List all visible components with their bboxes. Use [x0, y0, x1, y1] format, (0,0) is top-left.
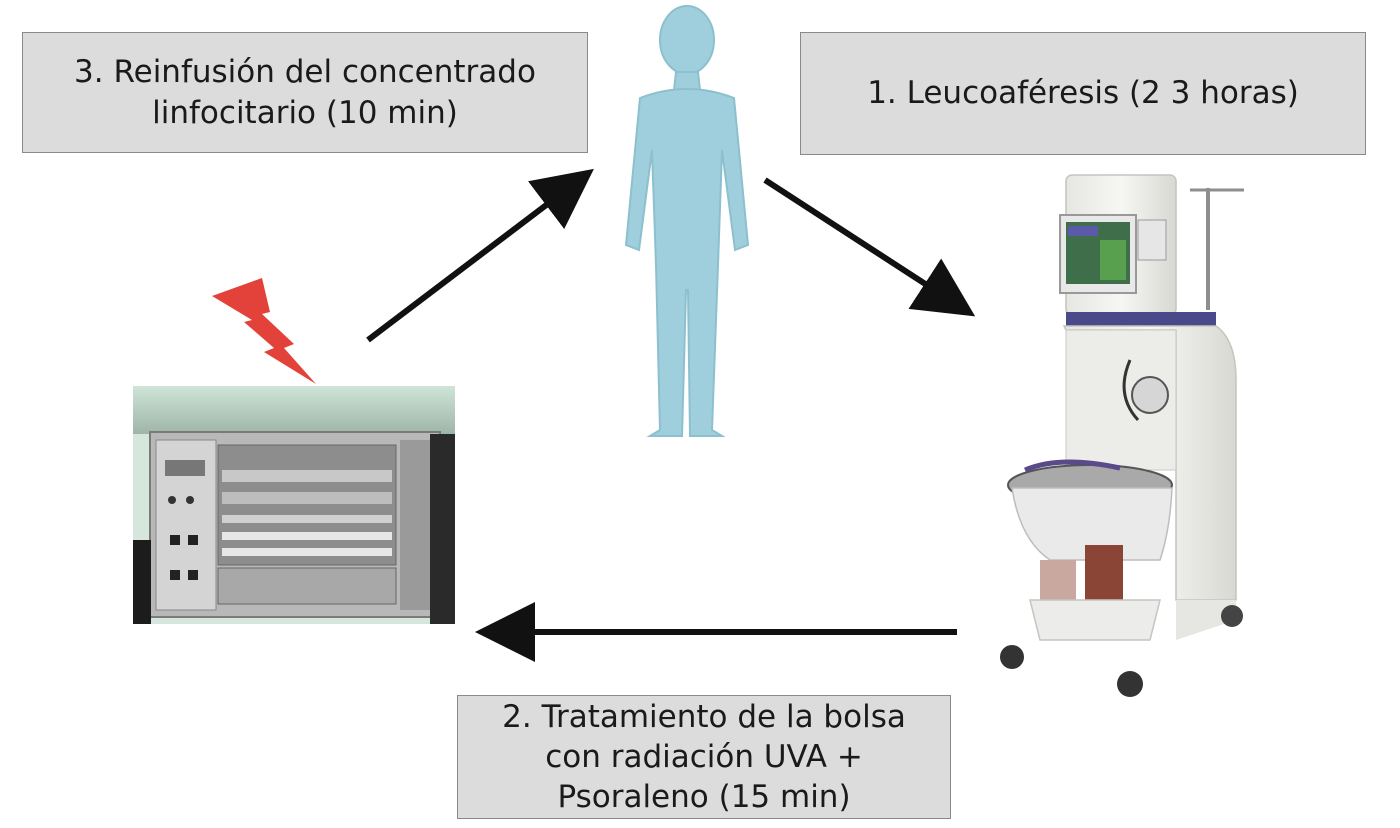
- apheresis-machine-icon: [1000, 174, 1244, 697]
- step1-leukapheresis-box: 1. Leucoaféresis (2 3 horas): [800, 32, 1366, 155]
- step3-reinfusion-box: 3. Reinfusión del concentrado linfocitar…: [22, 32, 588, 153]
- step2-uva-treatment-box: 2. Tratamiento de la bolsa con radiación…: [457, 695, 951, 819]
- step3-line-1: 3. Reinfusión del concentrado: [74, 54, 536, 91]
- lightning-bolt-icon: [212, 278, 316, 384]
- flow-arrows: [366, 168, 976, 662]
- human-silhouette-icon: [624, 5, 750, 437]
- step2-line-1: 2. Tratamiento de la bolsa: [502, 698, 906, 735]
- step3-line-2: linfocitario (10 min): [152, 94, 458, 131]
- uva-irradiation-chamber-icon: [133, 386, 455, 624]
- step1-line-1: 1. Leucoaféresis (2 3 horas): [867, 75, 1299, 112]
- arrow-patient-to-machine: [763, 177, 976, 317]
- step2-line-2: con radiación UVA +: [545, 738, 863, 775]
- arrow-chamber-to-patient: [366, 168, 594, 343]
- step2-line-3: Psoraleno (15 min): [557, 779, 851, 816]
